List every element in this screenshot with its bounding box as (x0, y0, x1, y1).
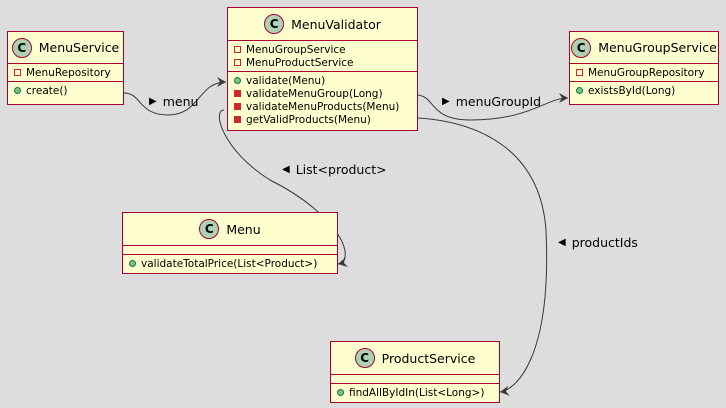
method-row: validate(Menu) (234, 74, 417, 87)
edge-label-menu-group-id: ▶ menuGroupId (442, 94, 541, 109)
private-method-icon (234, 116, 241, 123)
edge-label-text: menuGroupId (455, 94, 542, 109)
class-menu-service[interactable]: C MenuService MenuRepository create() (7, 31, 124, 105)
private-method-icon (234, 90, 241, 97)
methods-section: create() (8, 82, 123, 99)
class-icon: C (11, 37, 32, 58)
methods-section: existsById(Long) (570, 82, 718, 99)
edge-label-menu: ▶ menu (149, 94, 198, 109)
method-row: create() (14, 84, 123, 97)
private-field-icon (234, 46, 241, 53)
methods-section: validate(Menu) validateMenuGroup(Long) v… (228, 72, 417, 128)
edge-label-product-ids: ◀ productIds (558, 235, 638, 250)
edge-menuservice-menuvalidator (123, 77, 227, 116)
fields-section: MenuRepository (8, 64, 123, 82)
direction-arrow-icon: ▶ (442, 96, 450, 107)
edge-menuvalidator-menugroupservice (415, 93, 569, 121)
class-name: MenuGroupService (598, 40, 717, 55)
class-header: C MenuService (8, 32, 123, 64)
class-name: MenuValidator (291, 16, 381, 32)
fields-section: MenuGroupRepository (570, 64, 718, 82)
private-field-icon (234, 59, 241, 66)
fields-section: MenuGroupService MenuProductService (228, 41, 417, 72)
class-name: MenuService (38, 40, 120, 55)
edge-menuvalidator-productservice (417, 117, 548, 396)
methods-section: validateTotalPrice(List<Product>) (123, 255, 337, 272)
edge-menuvalidator-menu (218, 109, 348, 268)
field-row: MenuRepository (14, 66, 123, 79)
class-header: C ProductService (331, 342, 499, 375)
class-icon: C (199, 219, 220, 239)
public-method-icon (234, 77, 241, 84)
class-name: ProductService (381, 350, 476, 366)
class-header: C Menu (123, 213, 337, 246)
method-row: validateTotalPrice(List<Product>) (129, 257, 337, 270)
field-row: MenuGroupRepository (576, 66, 718, 79)
class-icon: C (571, 37, 592, 58)
public-method-icon (129, 260, 136, 267)
class-menu[interactable]: C Menu validateTotalPrice(List<Product>) (122, 212, 338, 274)
method-row: existsById(Long) (576, 84, 718, 97)
class-menu-group-service[interactable]: C MenuGroupService MenuGroupRepository e… (569, 31, 719, 105)
class-header: C MenuGroupService (570, 32, 718, 64)
public-method-icon (14, 87, 21, 94)
public-method-icon (576, 87, 583, 94)
private-method-icon (234, 103, 241, 110)
direction-arrow-icon: ◀ (282, 164, 290, 175)
direction-arrow-icon: ▶ (149, 96, 157, 107)
edge-label-text: menu (162, 94, 199, 109)
class-product-service[interactable]: C ProductService findAllByIdIn(List<Long… (330, 341, 500, 403)
field-row: MenuGroupService (234, 43, 417, 56)
private-field-icon (14, 69, 21, 76)
method-row: validateMenuGroup(Long) (234, 87, 417, 100)
private-field-icon (576, 69, 583, 76)
class-icon: C (264, 14, 285, 34)
methods-section: findAllByIdIn(List<Long>) (331, 384, 499, 401)
class-header: C MenuValidator (228, 8, 417, 41)
method-row: validateMenuProducts(Menu) (234, 100, 417, 113)
class-menu-validator[interactable]: C MenuValidator MenuGroupService MenuPro… (227, 7, 418, 131)
edge-label-text: List<product> (295, 162, 387, 177)
edge-label-list-product: ◀ List<product> (282, 162, 387, 177)
method-row: findAllByIdIn(List<Long>) (337, 386, 499, 399)
class-name: Menu (226, 221, 261, 237)
field-row: MenuProductService (234, 56, 417, 69)
class-icon: C (354, 348, 375, 368)
public-method-icon (337, 389, 344, 396)
fields-section (331, 375, 499, 384)
direction-arrow-icon: ◀ (558, 237, 566, 248)
fields-section (123, 246, 337, 255)
method-row: getValidProducts(Menu) (234, 113, 417, 126)
edge-label-text: productIds (571, 235, 638, 250)
